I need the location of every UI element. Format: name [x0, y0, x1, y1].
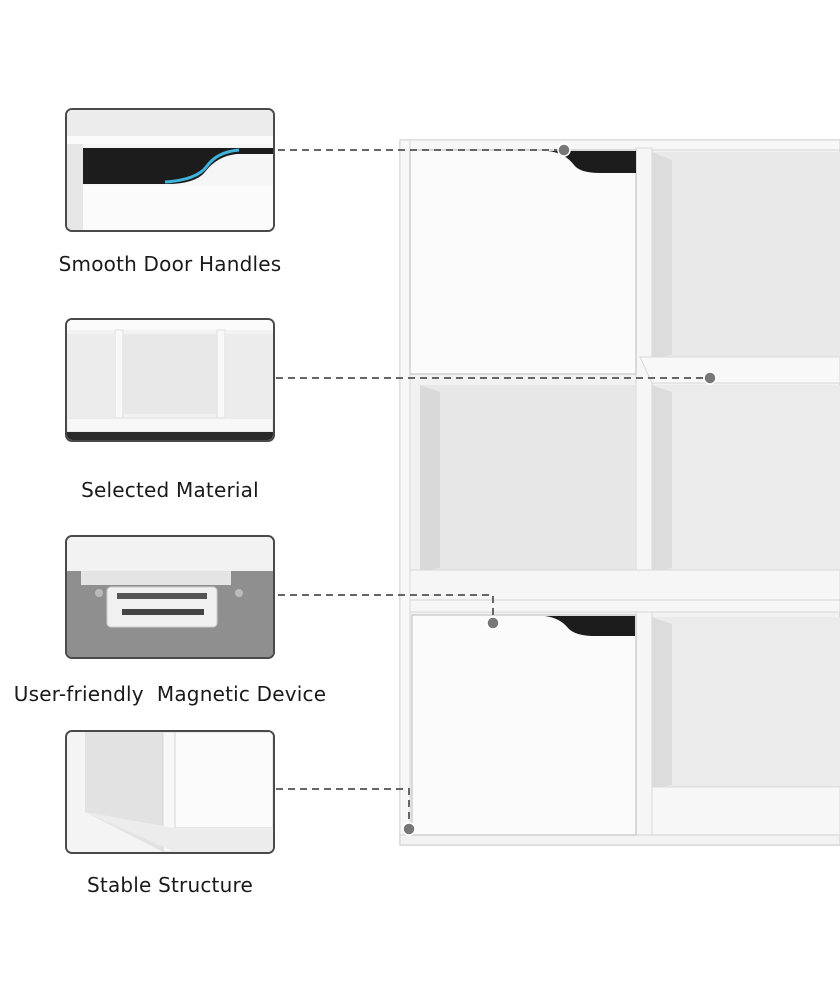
shelf-board: [409, 569, 840, 613]
door-handle-cutout: [545, 616, 635, 636]
thumb-stable-structure: [65, 730, 275, 854]
cube-shading: [652, 385, 672, 572]
cube-interior: [652, 385, 840, 570]
shelf-board: [639, 356, 840, 384]
thumb-door-handle: [65, 108, 275, 232]
caption-magnetic-device: User-friendly Magnetic Device: [13, 682, 327, 706]
cube-interior: [420, 385, 635, 570]
bottom-base: [399, 834, 840, 846]
leader-dot: [703, 371, 717, 385]
cube-shading: [420, 385, 440, 572]
thumb-material: [65, 318, 275, 442]
cube-interior: [652, 152, 840, 357]
cabinet-left-panel: [399, 139, 411, 846]
leader-dot: [557, 143, 571, 157]
leader-line-structure: [276, 788, 410, 829]
cabinet-top-edge: [399, 139, 840, 151]
caption-selected-material: Selected Material: [81, 478, 259, 502]
thumb-magnetic-device: [65, 535, 275, 659]
vertical-divider: [635, 147, 653, 839]
cube-shading: [652, 152, 672, 358]
door-handle-cutout: [548, 151, 636, 173]
leader-dot: [486, 616, 500, 630]
caption-stable-structure: Stable Structure: [87, 873, 253, 897]
cube-shading: [652, 617, 672, 788]
cube-interior: [652, 617, 840, 787]
shelf-board: [651, 786, 840, 836]
door-top: [409, 149, 637, 375]
door-bottom: [411, 614, 637, 836]
leader-line-magnet: [278, 594, 494, 623]
caption-door-handles: Smooth Door Handles: [58, 252, 282, 276]
leader-dot: [402, 822, 416, 836]
